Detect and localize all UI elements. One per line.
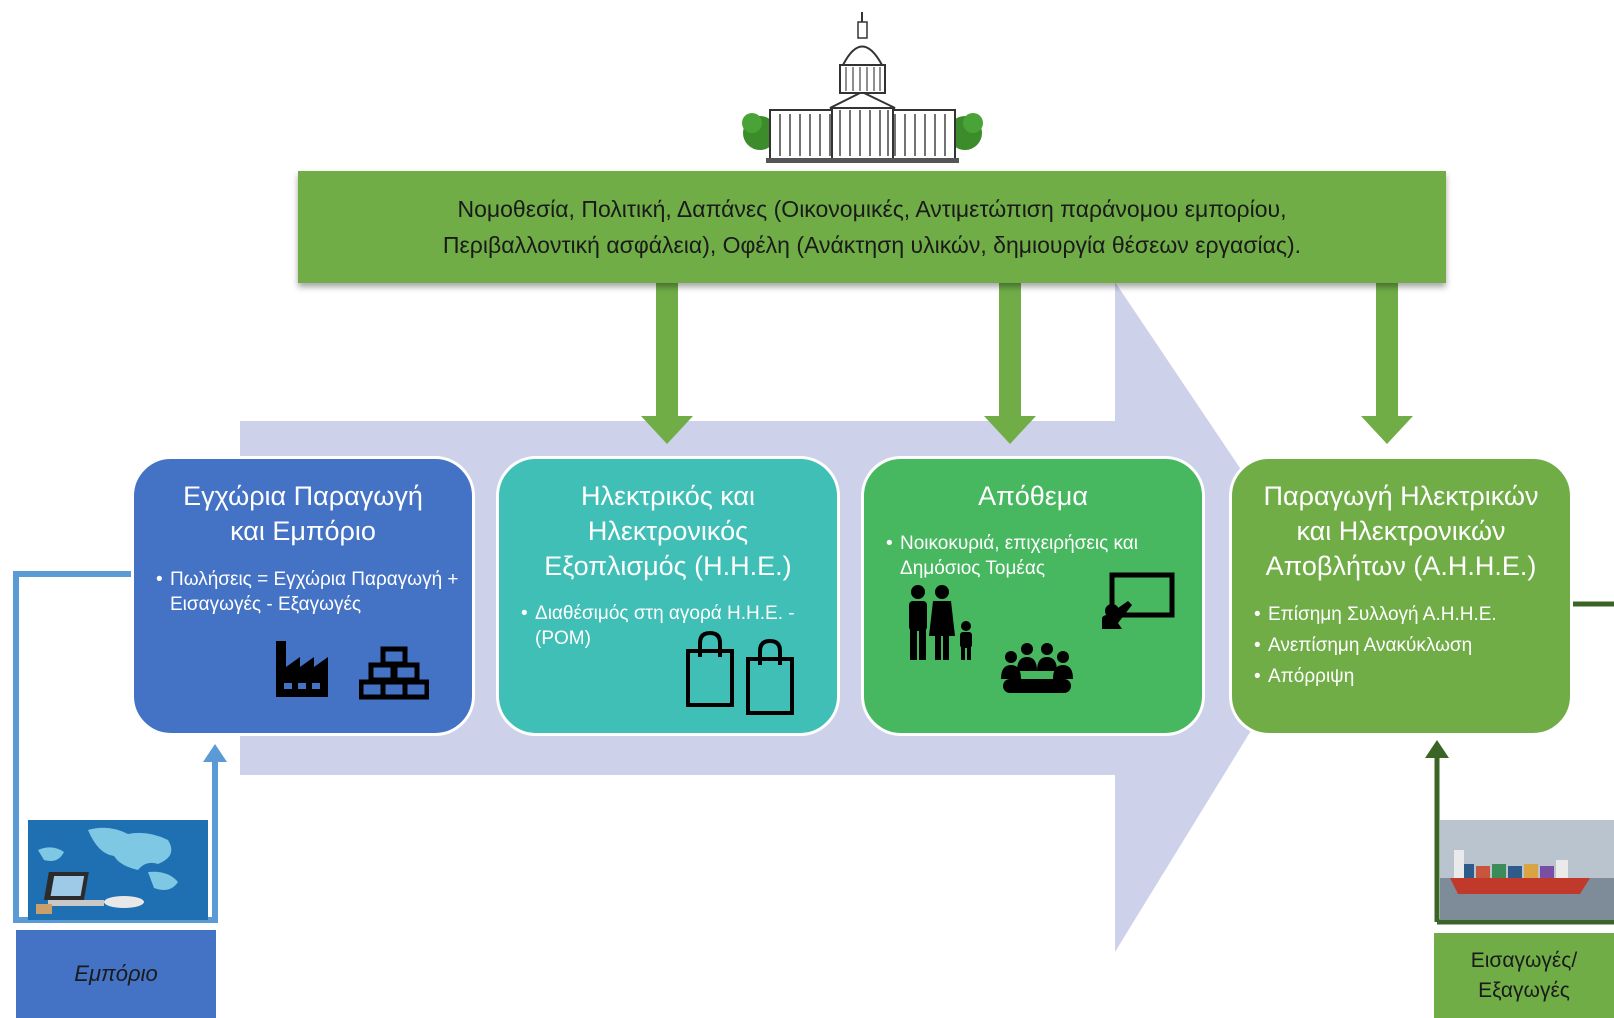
imports-connector-line bbox=[1434, 601, 1614, 922]
imports-exports-box: Εισαγωγές/ Εξαγωγές bbox=[1434, 933, 1614, 1018]
stage-weee: Παραγωγή Ηλεκτρικών και Ηλεκτρονικών Απο… bbox=[1229, 456, 1573, 736]
family-icon bbox=[909, 585, 972, 660]
stage-bullets: Νοικοκυριά, επιχειρήσεις και Δημόσιος Το… bbox=[886, 531, 1192, 581]
stage-title-line: και Εμπόριο bbox=[230, 516, 376, 546]
gold-bars-icon bbox=[359, 646, 429, 700]
stage-title-line: Αποβλήτων (Α.Η.Η.Ε.) bbox=[1265, 551, 1537, 581]
stage-stock: Απόθεμα Νοικοκυριά, επιχειρήσεις και Δημ… bbox=[861, 456, 1205, 736]
trade-arrowhead bbox=[203, 744, 227, 762]
exports-label: Εξαγωγές bbox=[1478, 978, 1570, 1002]
stage-title: Παραγωγή Ηλεκτρικών και Ηλεκτρονικών Απο… bbox=[1232, 479, 1570, 584]
policy-arrow-1 bbox=[641, 283, 693, 444]
stage-title-line: Παραγωγή Ηλεκτρικών bbox=[1263, 481, 1539, 511]
policy-text-line-1: Νομοθεσία, Πολιτική, Δαπάνες (Οικονομικέ… bbox=[457, 196, 1287, 222]
stage-bullets: Πωλήσεις = Εγχώρια Παραγωγή + Εισαγωγές … bbox=[156, 567, 462, 617]
container-ship-photo bbox=[1440, 820, 1614, 920]
presentation-icon bbox=[1102, 572, 1175, 629]
stage-bullet: Πωλήσεις = Εγχώρια Παραγωγή + Εισαγωγές … bbox=[156, 567, 462, 617]
stage-title-line: Ηλεκτρονικός bbox=[587, 516, 749, 546]
policy-text-line-2: Περιβαλλοντική ασφάλεια), Οφέλη (Ανάκτησ… bbox=[442, 232, 1302, 258]
capitol-building-icon bbox=[742, 12, 983, 163]
policy-arrow-3 bbox=[1361, 283, 1413, 444]
world-trade-map-photo bbox=[28, 820, 208, 920]
stage-title: Εγχώρια Παραγωγή και Εμπόριο bbox=[134, 479, 472, 549]
stage-bullet: Επίσημη Συλλογή Α.Η.Η.Ε. bbox=[1254, 599, 1560, 630]
stage-bullets: Επίσημη Συλλογή Α.Η.Η.Ε. Ανεπίσημη Ανακύ… bbox=[1254, 599, 1560, 692]
factory-icon bbox=[276, 641, 328, 697]
stage-bullet: Νοικοκυριά, επιχειρήσεις και Δημόσιος Το… bbox=[886, 531, 1192, 581]
policy-box: Νομοθεσία, Πολιτική, Δαπάνες (Οικονομικέ… bbox=[298, 171, 1446, 283]
stage-bullet: Απόρριψη bbox=[1254, 661, 1560, 692]
stage-title: Απόθεμα bbox=[864, 479, 1202, 514]
shopping-bag-icon bbox=[686, 630, 734, 707]
policy-arrow-2 bbox=[984, 283, 1036, 444]
meeting-group-icon bbox=[1001, 643, 1073, 693]
stage-eee: Ηλεκτρικός και Ηλεκτρονικός Εξοπλισμός (… bbox=[496, 456, 840, 736]
stage-title-line: Εγχώρια Παραγωγή bbox=[183, 481, 423, 511]
stage-domestic-production: Εγχώρια Παραγωγή και Εμπόριο Πωλήσεις = … bbox=[131, 456, 475, 736]
stage-bullets: Διαθέσιμός στη αγορά Η.Η.Ε. - (POM) bbox=[521, 601, 827, 651]
stage-bullet: Ανεπίσημη Ανακύκλωση bbox=[1254, 630, 1560, 661]
trade-connector-line bbox=[13, 571, 218, 923]
imports-arrowhead bbox=[1425, 740, 1449, 758]
trade-label-box: Εμπόριο bbox=[16, 930, 216, 1018]
stage-bullet: Διαθέσιμός στη αγορά Η.Η.Ε. - (POM) bbox=[521, 601, 827, 651]
trade-label: Εμπόριο bbox=[74, 961, 158, 986]
imports-label: Εισαγωγές/ bbox=[1470, 948, 1578, 972]
stage-title-line: Ηλεκτρικός και bbox=[580, 481, 756, 511]
stage-title-line: Απόθεμα bbox=[978, 481, 1088, 511]
stage-title: Ηλεκτρικός και Ηλεκτρονικός Εξοπλισμός (… bbox=[499, 479, 837, 584]
shopping-bag-icon bbox=[746, 638, 794, 715]
stage-title-line: και Ηλεκτρονικών bbox=[1296, 516, 1506, 546]
stage-title-line: Εξοπλισμός (Η.Η.Ε.) bbox=[544, 551, 792, 581]
